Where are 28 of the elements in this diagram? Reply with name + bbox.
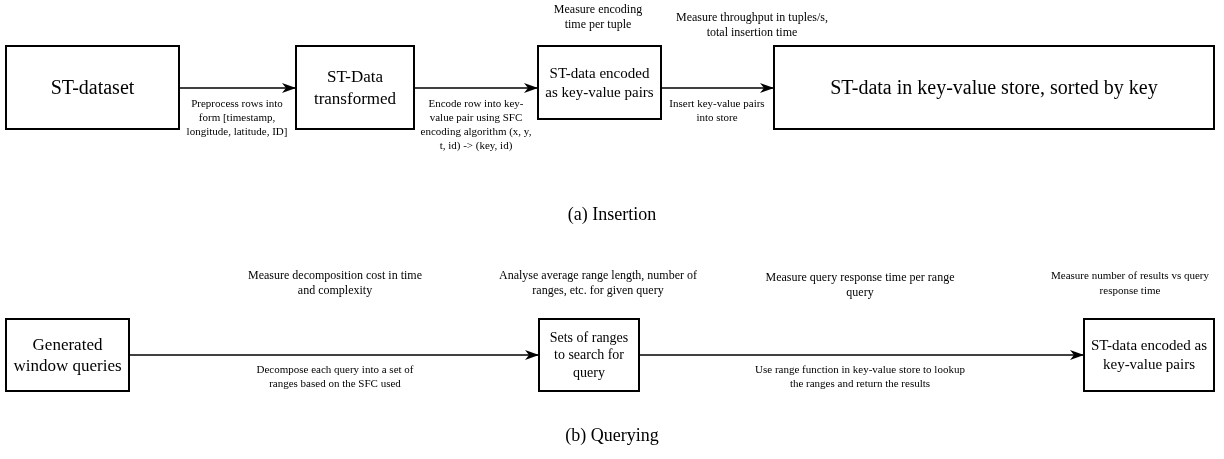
box-text: ST-data encoded as key-value pairs — [544, 63, 655, 102]
note: Measure throughput in tuples/s, total insertion time — [675, 10, 829, 40]
box-text: Sets of ranges to search for query — [548, 328, 630, 382]
note: Analyse average range length, number of ranges, etc. for given query — [498, 268, 698, 298]
box-text: ST-data in key-value store, sorted by key — [830, 75, 1158, 100]
box-text: Generated window queries — [12, 333, 123, 377]
process-box — [295, 45, 415, 130]
process-box — [5, 45, 180, 130]
process-box — [537, 45, 662, 120]
note: Measure encoding time per tuple — [552, 2, 644, 32]
box-text: ST-Data transformed — [312, 66, 398, 109]
caption: (a) Insertion — [566, 203, 658, 225]
arrow — [639, 350, 1084, 360]
edge-label: Use range function in key-value store to lookup the ranges and return the results — [755, 362, 965, 390]
note: Measure decomposition cost in time and complexity — [247, 268, 423, 298]
arrow — [661, 83, 774, 93]
note: Measure query response time per range query — [764, 270, 956, 300]
caption: (b) Querying — [564, 424, 660, 446]
process-box — [5, 318, 130, 392]
arrow — [179, 83, 296, 93]
note: Measure number of results vs query response time — [1050, 268, 1210, 298]
arrow — [129, 350, 539, 360]
process-box — [538, 318, 640, 392]
arrow — [414, 83, 538, 93]
box-text: ST-data encoded as key-value pairs — [1089, 336, 1209, 374]
box-text: ST-dataset — [50, 75, 135, 100]
process-box — [773, 45, 1215, 130]
process-box — [1083, 318, 1215, 392]
